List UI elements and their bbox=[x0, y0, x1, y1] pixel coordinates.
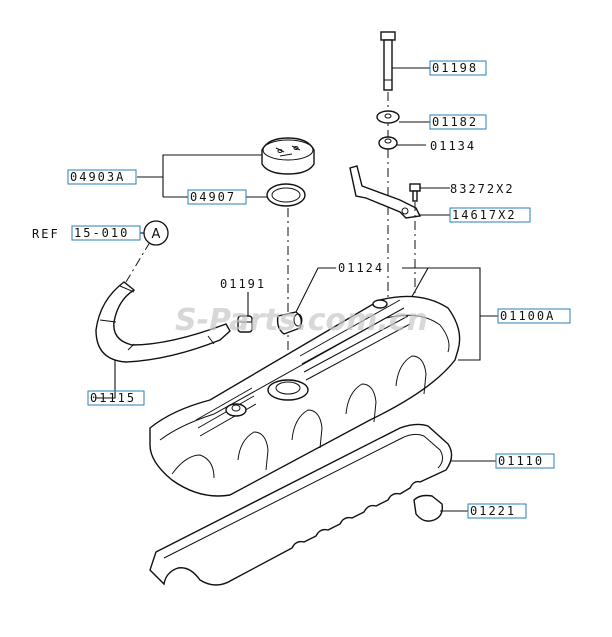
grommet-01134 bbox=[378, 136, 398, 150]
svg-text:01191: 01191 bbox=[220, 277, 266, 291]
rocker-cover-01100a bbox=[149, 295, 461, 497]
label-ref[interactable]: REF 15-010 bbox=[32, 225, 141, 241]
washer-01182 bbox=[376, 110, 400, 124]
o-ring-04907 bbox=[266, 183, 306, 207]
leader-01100a-b bbox=[458, 316, 481, 361]
label-01182[interactable]: 01182 bbox=[429, 114, 487, 130]
svg-text:01124: 01124 bbox=[338, 261, 384, 275]
svg-text:04907: 04907 bbox=[190, 190, 236, 204]
watermark: S-Parts.com.cn bbox=[175, 303, 428, 338]
plug-01221 bbox=[413, 494, 444, 522]
label-01115[interactable]: 01115 bbox=[87, 390, 145, 406]
label-14617x2[interactable]: 14617X2 bbox=[449, 207, 531, 223]
elbow-01124 bbox=[276, 311, 303, 335]
svg-text:01182: 01182 bbox=[432, 115, 478, 129]
circle-a-label: A bbox=[152, 227, 161, 242]
oil-cap-04903a bbox=[261, 137, 315, 175]
hose-01115 bbox=[95, 281, 231, 363]
connector-01191 bbox=[237, 315, 253, 333]
label-83272x2[interactable]: 83272X2 bbox=[450, 182, 515, 196]
svg-text:01134: 01134 bbox=[430, 139, 476, 153]
label-01221[interactable]: 01221 bbox=[467, 503, 527, 519]
bolt-01198 bbox=[380, 31, 396, 91]
leader-01100a bbox=[428, 267, 498, 317]
label-04903a[interactable]: 04903A bbox=[67, 169, 137, 185]
gasket-01110 bbox=[149, 423, 453, 586]
svg-text:REF: REF bbox=[32, 227, 60, 241]
svg-text:14617X2: 14617X2 bbox=[452, 208, 517, 222]
svg-text:01110: 01110 bbox=[498, 454, 544, 468]
svg-text:01100A: 01100A bbox=[500, 309, 555, 323]
svg-text:01115: 01115 bbox=[90, 391, 136, 405]
label-04907[interactable]: 04907 bbox=[187, 189, 247, 205]
label-01100a[interactable]: 01100A bbox=[497, 308, 571, 324]
svg-text:15-010: 15-010 bbox=[74, 226, 129, 240]
svg-text:01221: 01221 bbox=[470, 504, 516, 518]
label-01124[interactable]: 01124 bbox=[338, 261, 384, 275]
label-01110[interactable]: 01110 bbox=[495, 453, 555, 469]
svg-text:04903A: 04903A bbox=[70, 170, 125, 184]
svg-text:01198: 01198 bbox=[432, 61, 478, 75]
dash-circle-a bbox=[125, 241, 151, 283]
svg-text:83272X2: 83272X2 bbox=[450, 182, 515, 196]
bracket-14617 bbox=[349, 165, 422, 219]
reference-circle-a: A bbox=[143, 220, 169, 246]
leader-01124-left bbox=[295, 267, 336, 313]
label-01198[interactable]: 01198 bbox=[429, 60, 487, 76]
leader-01115 bbox=[95, 360, 116, 399]
label-01191[interactable]: 01191 bbox=[220, 277, 266, 291]
label-01134[interactable]: 01134 bbox=[430, 139, 476, 153]
screw-83272 bbox=[409, 183, 421, 202]
leader-04903a bbox=[137, 154, 262, 178]
